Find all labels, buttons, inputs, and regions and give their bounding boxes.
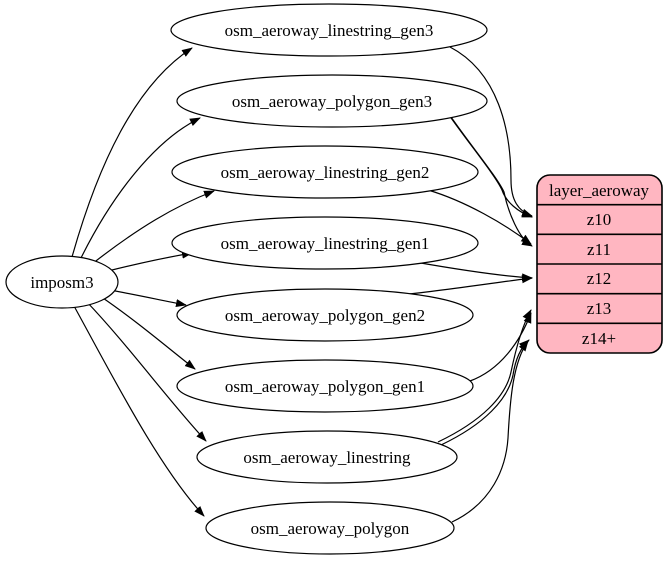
edge-imposm3-osm_aeroway_polygon_gen2 — [109, 289, 187, 308]
edge-osm_aeroway_linestring_gen3-z10 — [449, 46, 533, 217]
table-node-osm_aeroway_linestring_gen1: osm_aeroway_linestring_gen1 — [171, 216, 479, 270]
table-node-osm_aeroway_linestring: osm_aeroway_linestring — [196, 430, 458, 484]
edge-osm_aeroway_polygon_gen1-z13 — [469, 312, 532, 382]
edge-imposm3-osm_aeroway_polygon_gen1 — [99, 295, 196, 370]
edge-imposm3-osm_aeroway_linestring — [85, 300, 207, 442]
table-node-ellipse — [171, 145, 479, 199]
table-node-ellipse — [176, 74, 488, 128]
source-node-label: imposm3 — [30, 273, 93, 292]
table-node-label: osm_aeroway_linestring_gen3 — [225, 21, 434, 40]
table-node-osm_aeroway_linestring_gen2: osm_aeroway_linestring_gen2 — [171, 145, 479, 199]
edge-group-source — [71, 47, 215, 517]
table-node-label: osm_aeroway_linestring_gen2 — [221, 163, 430, 182]
table-node-osm_aeroway_polygon_gen2: osm_aeroway_polygon_gen2 — [176, 288, 474, 342]
edge-osm_aeroway_linestring_gen2-z11 — [427, 189, 532, 245]
table-node-label: osm_aeroway_polygon_gen3 — [232, 92, 432, 111]
table-node-ellipse — [196, 430, 458, 484]
table-node-label: osm_aeroway_polygon — [251, 519, 410, 538]
edge-imposm3-osm_aeroway_polygon — [73, 305, 205, 517]
table-node-ellipse — [176, 359, 474, 413]
table-node-ellipse — [170, 3, 488, 57]
edge-osm_aeroway_linestring-z13 — [437, 309, 532, 443]
edge-imposm3-osm_aeroway_polygon_gen3 — [79, 117, 201, 261]
layer-row-z10: z10 — [587, 210, 612, 229]
table-node-label: osm_aeroway_polygon_gen2 — [225, 306, 425, 325]
edge-imposm3-osm_aeroway_linestring_gen1 — [107, 250, 193, 272]
edge-osm_aeroway_polygon-z14plus — [451, 340, 529, 523]
layer-row-z12: z12 — [587, 269, 612, 288]
source-node-ellipse — [5, 255, 119, 309]
edge-imposm3-osm_aeroway_linestring_gen3 — [71, 47, 193, 258]
edge-osm_aeroway_polygon_gen2-z12 — [399, 275, 533, 296]
layer-row-z14plus: z14+ — [582, 329, 616, 348]
table-node-osm_aeroway_polygon: osm_aeroway_polygon — [205, 501, 455, 555]
edge-group-layer — [399, 46, 533, 523]
layer-node: layer_aeroway z10 z11 z12 z13 z14+ — [536, 174, 663, 354]
table-node-osm_aeroway_polygon_gen3: osm_aeroway_polygon_gen3 — [176, 74, 488, 128]
edge-osm_aeroway_polygon_gen3-z11 — [450, 116, 533, 247]
table-node-ellipse — [176, 288, 474, 342]
source-node-imposm3: imposm3 — [5, 255, 119, 309]
layer-row-z13: z13 — [587, 299, 612, 318]
table-node-osm_aeroway_polygon_gen1: osm_aeroway_polygon_gen1 — [176, 359, 474, 413]
table-node-ellipse — [205, 501, 455, 555]
table-node-label: osm_aeroway_polygon_gen1 — [225, 377, 425, 396]
layer-row-z11: z11 — [587, 240, 611, 259]
table-node-label: osm_aeroway_linestring_gen1 — [221, 234, 430, 253]
edge-imposm3-osm_aeroway_linestring_gen2 — [91, 190, 215, 265]
layer-node-title: layer_aeroway — [549, 181, 650, 200]
table-node-label: osm_aeroway_linestring — [243, 448, 411, 467]
table-node-ellipse — [171, 216, 479, 270]
edge-osm_aeroway_linestring_gen1-z12 — [414, 261, 533, 282]
table-node-osm_aeroway_linestring_gen3: osm_aeroway_linestring_gen3 — [170, 3, 488, 57]
